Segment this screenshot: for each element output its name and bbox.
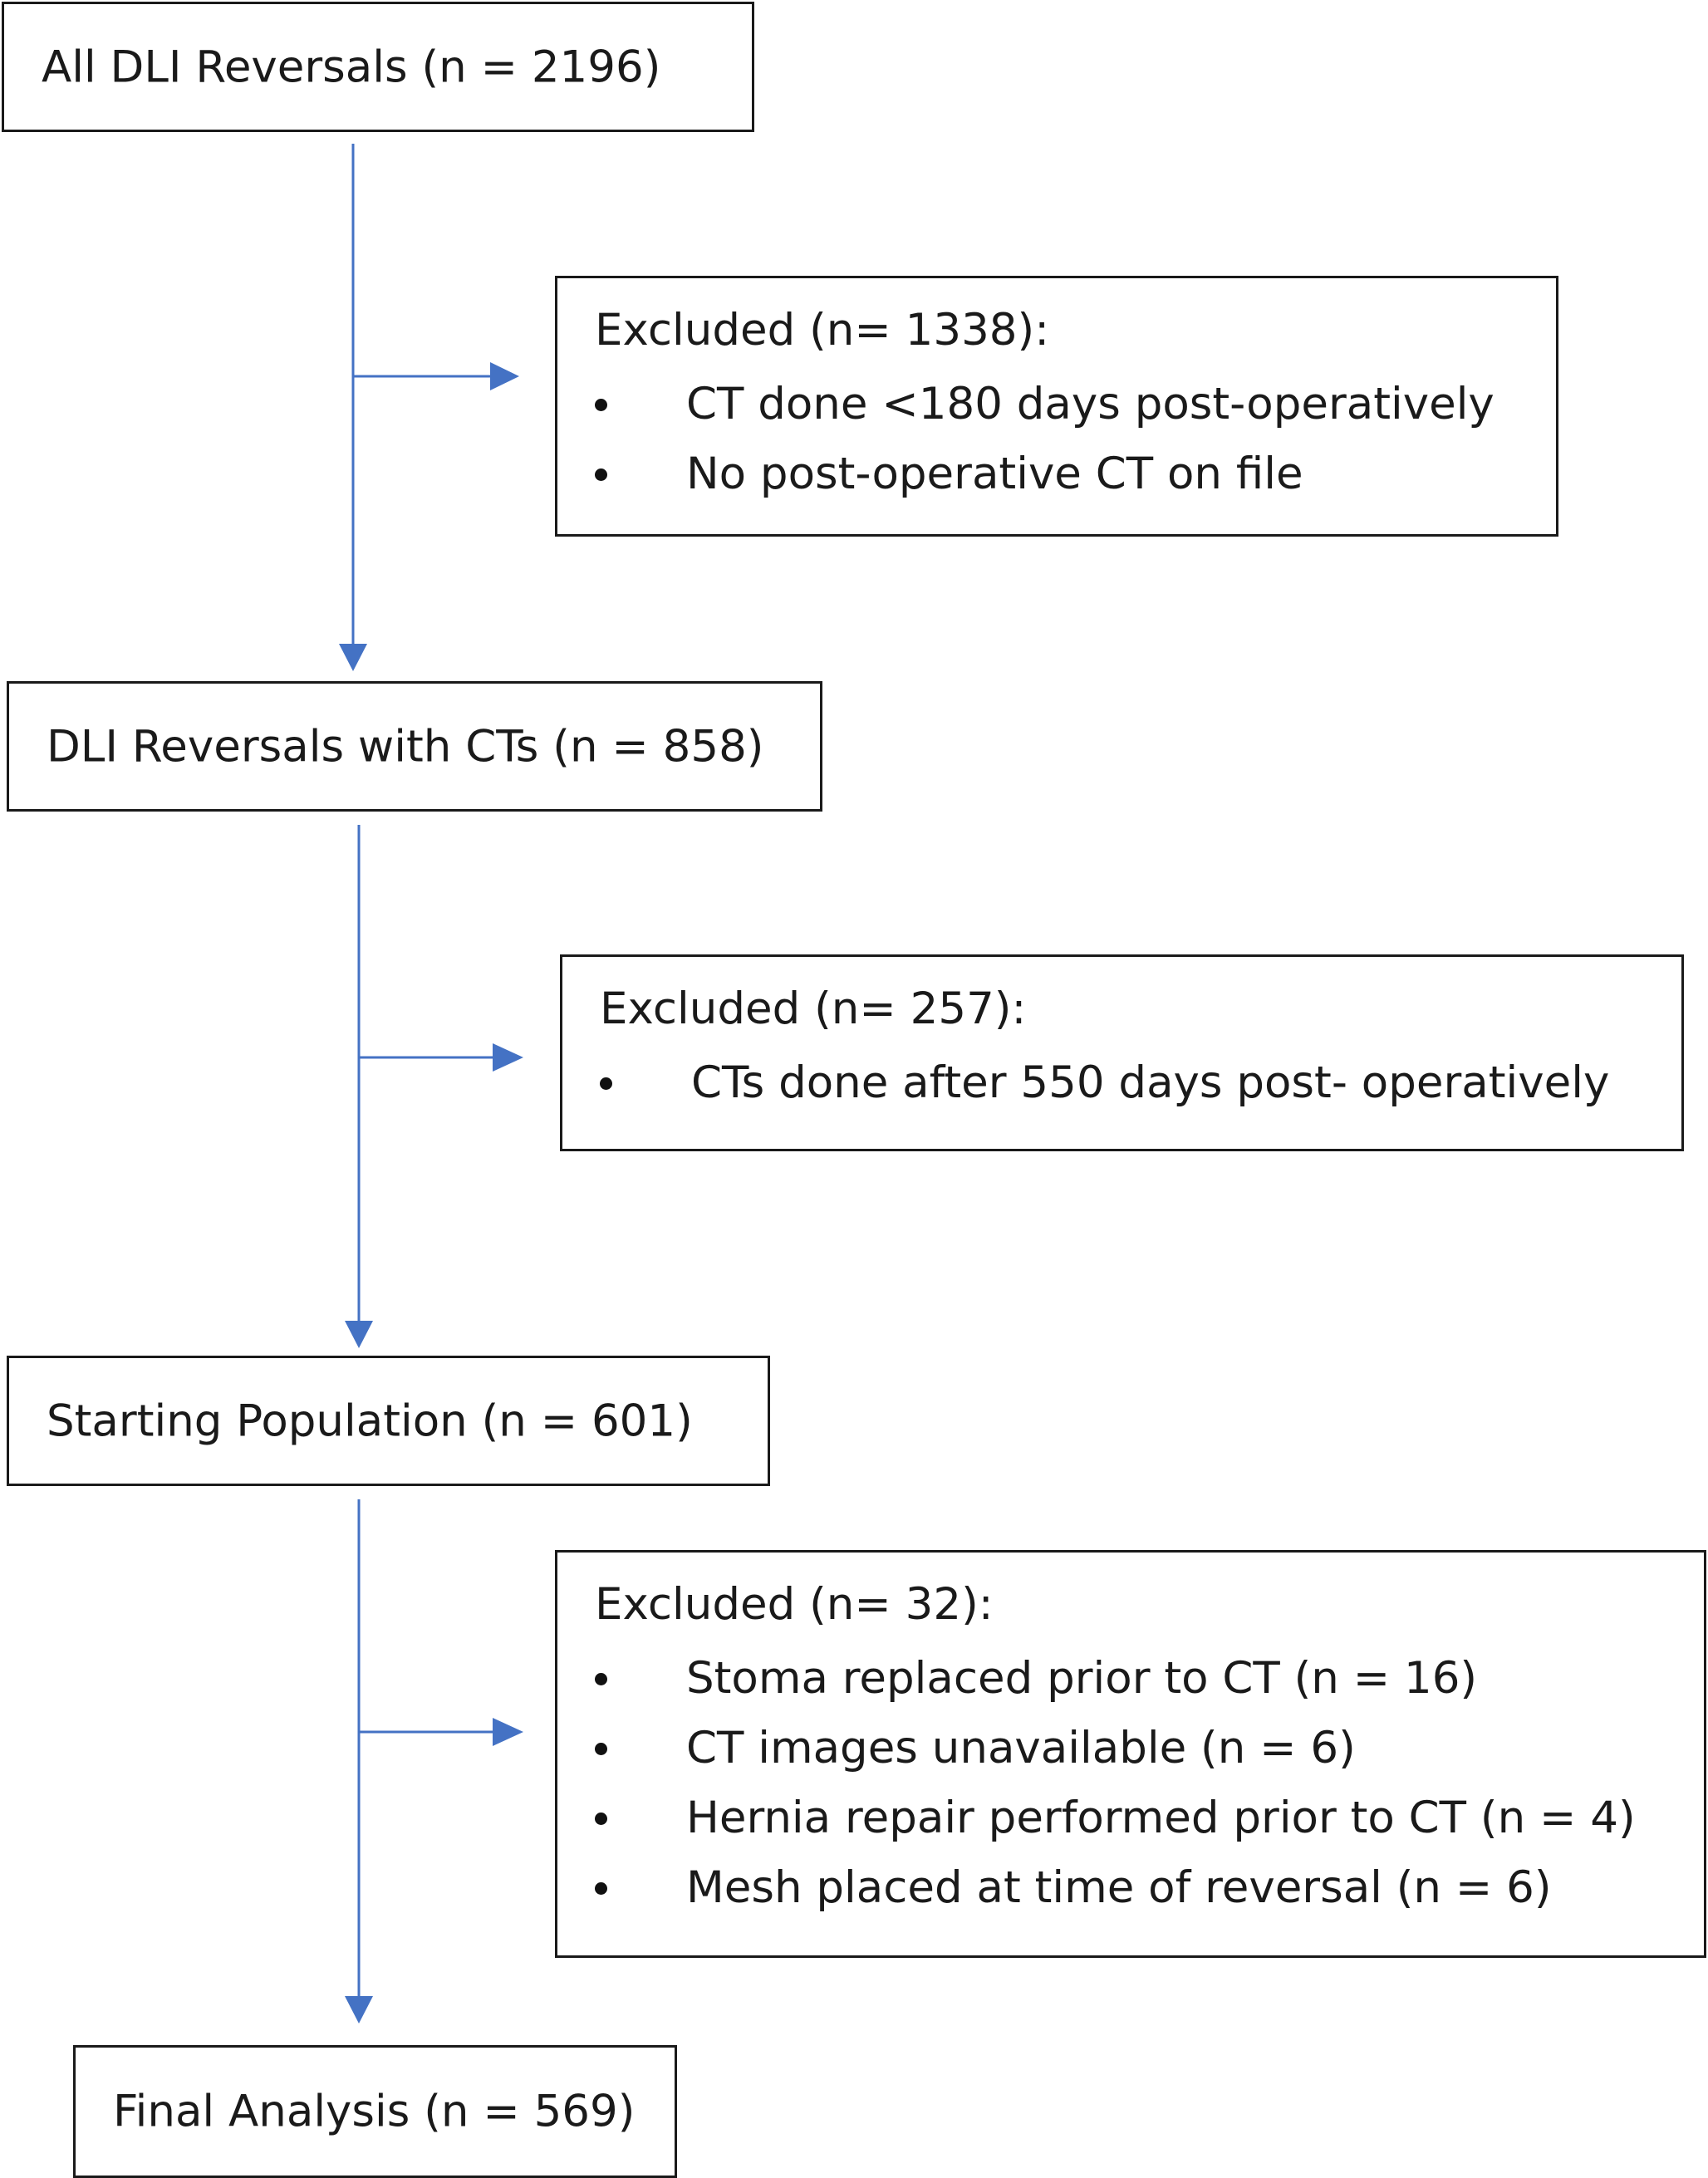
exclusion-item-text: Stoma replaced prior to CT (n = 16) <box>686 1653 1478 1704</box>
bullet-icon <box>595 1882 607 1895</box>
bullet-icon <box>595 1673 607 1685</box>
arrowhead-down-1 <box>339 644 367 671</box>
flow-box-label: Final Analysis (n = 569) <box>113 2086 636 2137</box>
arrowhead-right-1 <box>490 362 519 390</box>
exclusion-box-3: Excluded (n= 32): Stoma replaced prior t… <box>555 1550 1706 1958</box>
bullet-icon <box>600 1077 612 1090</box>
bullet-icon <box>595 1743 607 1755</box>
arrowhead-right-2 <box>493 1043 523 1072</box>
bullet-icon <box>595 1813 607 1825</box>
exclusion-header: Excluded (n= 32): <box>595 1579 994 1630</box>
exclusion-item-text: No post-operative CT on file <box>686 449 1303 499</box>
flow-box-label: Starting Population (n = 601) <box>47 1396 693 1446</box>
flow-box-final-analysis: Final Analysis (n = 569) <box>73 2045 677 2178</box>
exclusion-item-text: Mesh placed at time of reversal (n = 6) <box>686 1862 1552 1913</box>
flow-box-starting-population: Starting Population (n = 601) <box>7 1356 770 1486</box>
flow-box-reversals-with-cts: DLI Reversals with CTs (n = 858) <box>7 681 822 812</box>
arrowhead-down-3 <box>345 1996 373 2023</box>
exclusion-item-text: CT done <180 days post-operatively <box>686 379 1494 429</box>
exclusion-header: Excluded (n= 1338): <box>595 305 1050 356</box>
arrowhead-down-2 <box>345 1321 373 1348</box>
exclusion-box-2: Excluded (n= 257): CTs done after 550 da… <box>560 954 1684 1151</box>
exclusion-box-1: Excluded (n= 1338): CT done <180 days po… <box>555 276 1558 537</box>
exclusion-header: Excluded (n= 257): <box>600 984 1027 1034</box>
exclusion-item-text: Hernia repair performed prior to CT (n =… <box>686 1793 1636 1843</box>
bullet-icon <box>595 468 607 481</box>
arrowhead-right-3 <box>493 1718 523 1746</box>
flow-box-label: DLI Reversals with CTs (n = 858) <box>47 721 764 772</box>
bullet-icon <box>595 399 607 411</box>
flow-box-all-reversals: All DLI Reversals (n = 2196) <box>2 2 754 132</box>
exclusion-item-text: CT images unavailable (n = 6) <box>686 1723 1356 1773</box>
flow-box-label: All DLI Reversals (n = 2196) <box>42 42 661 92</box>
exclusion-item-text: CTs done after 550 days post- operativel… <box>691 1057 1610 1108</box>
